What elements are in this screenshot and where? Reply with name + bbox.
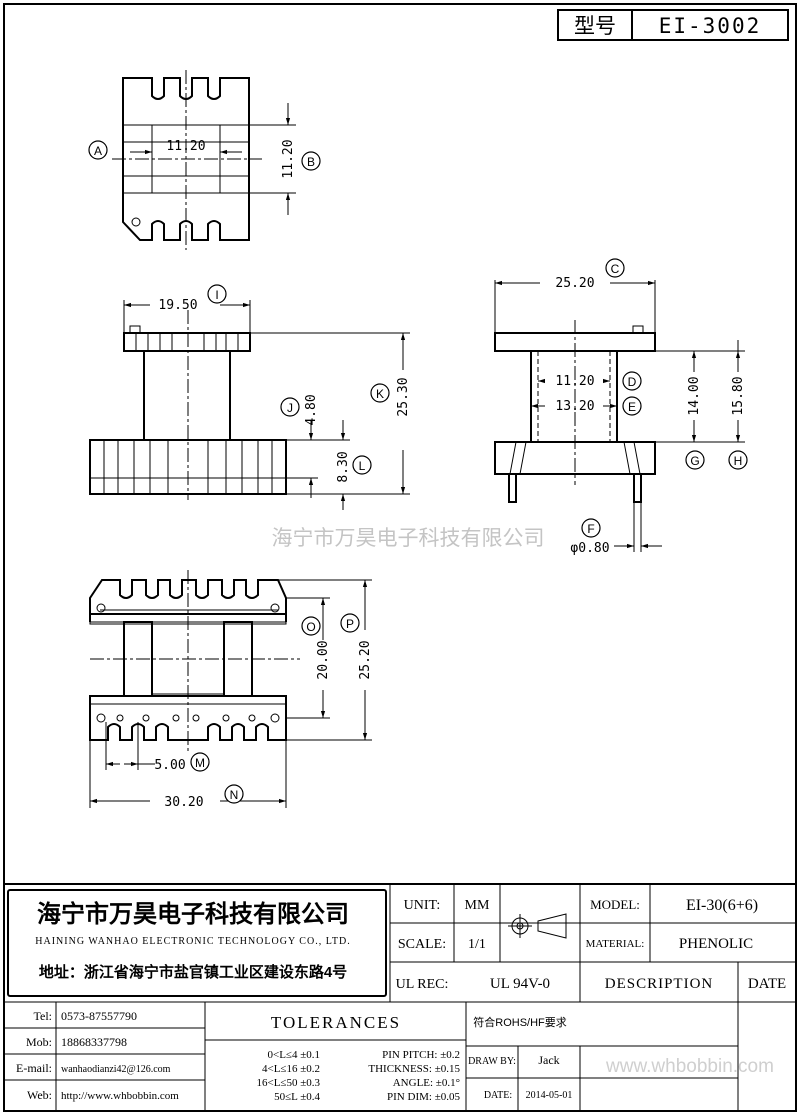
marker-n-label: N xyxy=(230,788,239,802)
marker-d-label: D xyxy=(628,375,637,389)
web-label: Web: xyxy=(27,1088,52,1102)
marker-j-label: J xyxy=(287,401,293,415)
bottom-view: 20.00 O 25.20 P 5.00 M 30.20 N xyxy=(89,570,373,810)
scale-value: 1/1 xyxy=(468,937,486,952)
model-value: EI-30(6+6) xyxy=(686,897,758,914)
marker-p-label: P xyxy=(346,617,354,631)
draw-by-label: DRAW BY: xyxy=(468,1056,516,1067)
projection-symbol-icon xyxy=(508,913,567,939)
marker-a-label: A xyxy=(94,144,102,158)
marker-o-label: O xyxy=(306,620,315,634)
marker-b xyxy=(301,151,321,171)
side-view: 19.50 I 25.30 K 4.80 J 8.30 L xyxy=(89,284,411,510)
marker-m xyxy=(190,752,210,772)
tolerance-row-4: 50≤L ±0.4 xyxy=(274,1091,320,1103)
web-value: http://www.whbobbin.com xyxy=(61,1090,179,1102)
marker-m-label: M xyxy=(195,756,205,770)
material-label: MATERIAL: xyxy=(586,938,645,950)
tolerances-title: TOLERANCES xyxy=(271,1013,401,1032)
title-block: 海宁市万昊电子科技有限公司 HAINING WANHAO ELECTRONIC … xyxy=(4,883,796,1111)
marker-n xyxy=(224,784,244,804)
unit-label: UNIT: xyxy=(404,898,441,913)
mob-label: Mob: xyxy=(26,1035,52,1049)
email-value: wanhaodianzi42@126.com xyxy=(61,1064,171,1075)
top-dim-height: 11.20 xyxy=(281,139,296,178)
top-view: 11.20 11.20 A B xyxy=(88,70,321,250)
bottom-dim-n: 30.20 xyxy=(164,795,203,810)
marker-k xyxy=(370,383,390,403)
pin-pitch-tolerance: PIN PITCH: ±0.2 xyxy=(382,1049,460,1061)
side-dim-total-height: 25.30 xyxy=(396,377,411,416)
tolerance-row-2: 4<L≤16 ±0.2 xyxy=(262,1063,320,1075)
front-dim-e: 13.20 xyxy=(555,399,594,414)
part-number: EI-3002 xyxy=(659,14,762,38)
tolerance-row-1: 0<L≤4 ±0.1 xyxy=(268,1049,321,1061)
model-label: MODEL: xyxy=(590,897,640,912)
marker-f xyxy=(581,518,601,538)
unit-value: MM xyxy=(465,898,490,913)
marker-k-label: K xyxy=(376,387,384,401)
material-value: PHENOLIC xyxy=(679,936,753,952)
marker-l-label: L xyxy=(359,459,366,473)
front-dim-pin: φ0.80 xyxy=(570,541,609,556)
marker-g-label: G xyxy=(690,454,699,468)
angle-tolerance: ANGLE: ±0.1° xyxy=(393,1077,460,1089)
marker-b-label: B xyxy=(307,155,315,169)
bottom-dim-p: 25.20 xyxy=(358,640,373,679)
marker-c xyxy=(605,258,625,278)
front-view: 25.20 C 11.20 D 13.20 E 14.00 G 15.80 H xyxy=(494,258,748,556)
side-dim-width: 19.50 xyxy=(158,298,197,313)
watermark-text: 海宁市万昊电子科技有限公司 xyxy=(272,527,545,550)
marker-i xyxy=(207,284,227,304)
description-label: DESCRIPTION xyxy=(605,976,714,992)
side-dim-l: 8.30 xyxy=(336,451,351,482)
front-dim-width: 25.20 xyxy=(555,276,594,291)
company-name-cn: 海宁市万昊电子科技有限公司 xyxy=(37,900,349,928)
company-address: 地址：浙江省海宁市盐官镇工业区建设东路4号 xyxy=(39,963,347,981)
marker-p xyxy=(340,613,360,633)
draw-by-value: Jack xyxy=(538,1053,559,1067)
bottom-dim-o: 20.00 xyxy=(316,640,331,679)
watermark-url: www.whbobbin.com xyxy=(605,1056,774,1077)
marker-d xyxy=(622,371,642,391)
marker-h xyxy=(728,450,748,470)
part-number-box: 型号 EI-3002 xyxy=(557,9,789,41)
date-column-label: DATE xyxy=(748,976,786,992)
ul-rec-label: UL REC: xyxy=(396,977,449,992)
front-dim-d: 11.20 xyxy=(555,374,594,389)
side-dim-j: 4.80 xyxy=(304,394,319,425)
pin-dim-tolerance: PIN DIM: ±0.05 xyxy=(387,1091,460,1103)
date-field-value: 2014-05-01 xyxy=(526,1090,573,1101)
marker-j xyxy=(280,397,300,417)
bottom-dim-m: 5.00 xyxy=(154,758,185,773)
tolerance-row-3: 16<L≤50 ±0.3 xyxy=(257,1077,321,1089)
front-dim-h: 15.80 xyxy=(731,376,746,415)
type-label: 型号 xyxy=(574,15,616,38)
rohs-note: 符合ROHS/HF要求 xyxy=(473,1015,567,1029)
marker-f-label: F xyxy=(587,522,594,536)
marker-l xyxy=(352,455,372,475)
company-name-en: HAINING WANHAO ELECTRONIC TECHNOLOGY CO.… xyxy=(35,936,350,947)
marker-c-label: C xyxy=(611,262,620,276)
thickness-tolerance: THICKNESS: ±0.15 xyxy=(368,1063,460,1075)
marker-g xyxy=(685,450,705,470)
date-field-label: DATE: xyxy=(484,1090,512,1101)
tel-label: Tel: xyxy=(34,1009,53,1023)
drawing-frame xyxy=(3,3,797,1112)
marker-h-label: H xyxy=(734,454,743,468)
ul-rec-value: UL 94V-0 xyxy=(490,976,550,992)
mob-value: 18868337798 xyxy=(61,1035,127,1049)
marker-i-label: I xyxy=(215,288,218,302)
marker-e xyxy=(622,396,642,416)
marker-o xyxy=(301,616,321,636)
marker-e-label: E xyxy=(628,400,636,414)
tel-value: 0573-87557790 xyxy=(61,1009,137,1023)
scale-label: SCALE: xyxy=(398,937,446,952)
marker-a xyxy=(88,140,108,160)
front-dim-g: 14.00 xyxy=(687,376,702,415)
email-label: E-mail: xyxy=(16,1061,52,1075)
top-dim-width: 11.20 xyxy=(166,139,205,154)
